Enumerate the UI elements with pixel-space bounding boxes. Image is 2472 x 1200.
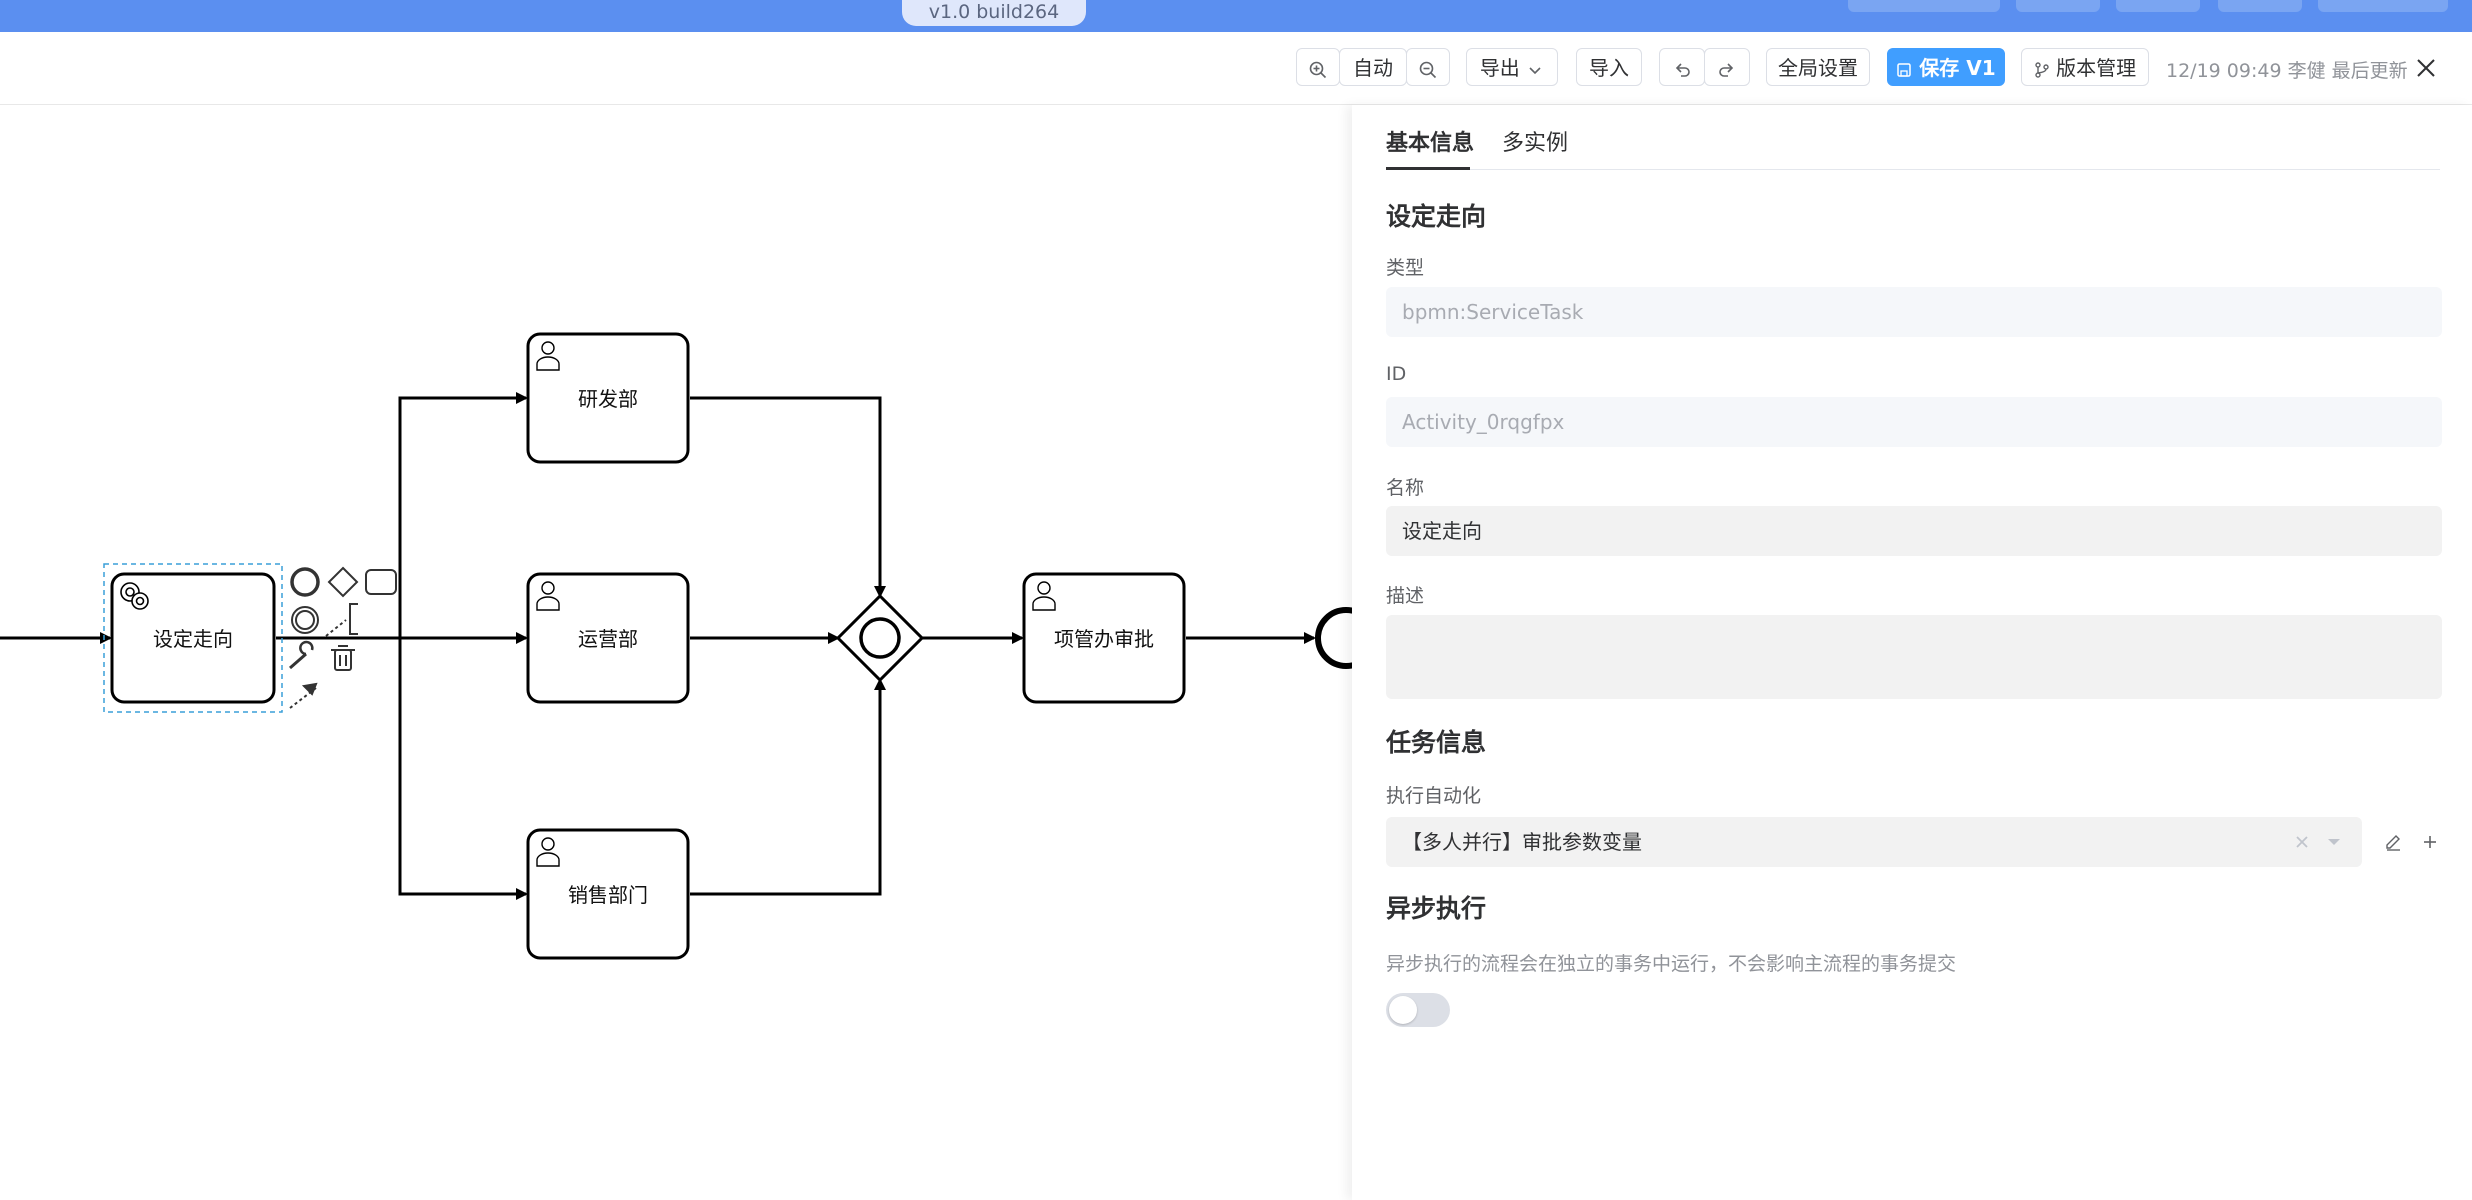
- bpmn-diagram: [0, 332, 1352, 960]
- flow-rd-to-gateway[interactable]: [690, 396, 886, 598]
- append-text-annotation-icon[interactable]: [325, 603, 358, 637]
- ops-task-label: 运营部: [578, 627, 638, 651]
- tab-basic-info[interactable]: 基本信息: [1386, 131, 1475, 156]
- active-tab-indicator: [1386, 167, 1470, 170]
- undo-button[interactable]: [1659, 48, 1705, 86]
- append-intermediate-event-icon[interactable]: [291, 606, 319, 634]
- element-title: 设定走向: [1386, 202, 1487, 231]
- id-field: Activity_0rqgfpx: [1386, 397, 2442, 447]
- description-label: 描述: [1386, 585, 1425, 607]
- save-button[interactable]: 保存 V1: [1887, 48, 2005, 86]
- append-gateway-icon[interactable]: [327, 566, 359, 598]
- version-badge: v1.0 build264: [902, 0, 1086, 26]
- async-description: 异步执行的流程会在独立的事务中运行，不会影响主流程的事务提交: [1386, 953, 1957, 975]
- user-icon: [536, 341, 560, 371]
- end-event[interactable]: [1315, 607, 1352, 669]
- clear-icon[interactable]: [2294, 834, 2310, 850]
- trash-icon[interactable]: [331, 645, 355, 671]
- header-button-1[interactable]: [1848, 0, 2000, 12]
- async-toggle[interactable]: [1386, 993, 1450, 1027]
- chevron-down-icon: [1529, 66, 1541, 74]
- export-button[interactable]: 导出: [1466, 48, 1558, 86]
- context-pad: [289, 566, 397, 709]
- automation-select[interactable]: 【多人并行】审批参数变量: [1386, 817, 2362, 867]
- sales-task-label: 销售部门: [568, 883, 648, 907]
- rd-task-label: 研发部: [578, 387, 638, 411]
- properties-panel: 基本信息 多实例 设定走向 类型 bpmn:ServiceTask ID Act…: [1352, 105, 2472, 1200]
- flow-to-sales[interactable]: [398, 638, 528, 900]
- description-field[interactable]: [1386, 615, 2442, 699]
- pmo-approval-task-label: 项管办审批: [1054, 627, 1154, 651]
- version-management-label: 版本管理: [2056, 56, 2137, 80]
- id-label: ID: [1386, 363, 1407, 385]
- zoom-out-button[interactable]: [1406, 48, 1450, 86]
- edit-icon[interactable]: [2383, 832, 2403, 852]
- type-label: 类型: [1386, 257, 1425, 279]
- task-info-title: 任务信息: [1386, 728, 1487, 757]
- caret-down-icon[interactable]: [2326, 834, 2342, 850]
- zoom-in-icon: [1309, 61, 1327, 78]
- append-task-icon[interactable]: [365, 569, 397, 595]
- header-button-2[interactable]: [2016, 0, 2100, 12]
- export-label: 导出: [1479, 56, 1520, 80]
- redo-button[interactable]: [1704, 48, 1750, 86]
- user-icon: [1032, 581, 1056, 611]
- top-header-bar: [0, 0, 2472, 32]
- service-task-label: 设定走向: [153, 627, 233, 651]
- add-icon[interactable]: [2420, 832, 2440, 852]
- gear-icon: [120, 582, 149, 610]
- user-task-pmo-approval[interactable]: [1022, 572, 1186, 704]
- automation-label: 执行自动化: [1386, 785, 1482, 807]
- user-task-ops[interactable]: [526, 572, 690, 704]
- toggle-knob: [1389, 996, 1417, 1024]
- flow-sales-to-gateway[interactable]: [690, 678, 886, 896]
- automation-selected-value: 【多人并行】审批参数变量: [1402, 830, 1642, 854]
- sequence-flows: [0, 392, 1316, 900]
- save-label: 保存 V1: [1919, 56, 1996, 80]
- save-icon: [1897, 62, 1912, 77]
- connect-icon[interactable]: [289, 682, 318, 709]
- tab-multi-instance[interactable]: 多实例: [1502, 131, 1569, 156]
- header-button-5[interactable]: [2318, 0, 2448, 12]
- name-label: 名称: [1386, 477, 1425, 499]
- global-settings-button[interactable]: 全局设置: [1766, 48, 1870, 86]
- zoom-in-button[interactable]: [1296, 48, 1340, 86]
- name-field[interactable]: 设定走向: [1386, 506, 2442, 556]
- version-management-button[interactable]: 版本管理: [2021, 48, 2149, 86]
- user-task-rd[interactable]: [526, 332, 690, 464]
- zoom-auto-button[interactable]: 自动: [1339, 48, 1407, 86]
- header-button-3[interactable]: [2116, 0, 2200, 12]
- close-icon[interactable]: [2412, 54, 2440, 82]
- append-end-event-icon[interactable]: [290, 567, 320, 597]
- wrench-icon[interactable]: [289, 640, 314, 670]
- service-task-set-direction[interactable]: [110, 572, 276, 704]
- zoom-out-icon: [1419, 61, 1437, 78]
- inclusive-gateway[interactable]: [835, 593, 925, 683]
- async-title: 异步执行: [1386, 894, 1487, 923]
- branch-icon: [2035, 61, 2049, 78]
- flow-to-rd[interactable]: [398, 392, 528, 638]
- header-button-4[interactable]: [2218, 0, 2302, 12]
- import-button[interactable]: 导入: [1576, 48, 1642, 86]
- user-task-sales[interactable]: [526, 828, 690, 960]
- type-field: bpmn:ServiceTask: [1386, 287, 2442, 337]
- last-updated-text: 12/19 09:49 李健 最后更新: [2166, 60, 2408, 82]
- tab-divider: [1386, 169, 2440, 170]
- selection-outline: [103, 563, 283, 713]
- undo-icon: [1675, 62, 1690, 77]
- bpmn-canvas[interactable]: 设定走向 研发部 运营部 销售部门 项管办审批: [0, 105, 1352, 1200]
- redo-icon: [1719, 62, 1734, 77]
- user-icon: [536, 837, 560, 867]
- user-icon: [536, 581, 560, 611]
